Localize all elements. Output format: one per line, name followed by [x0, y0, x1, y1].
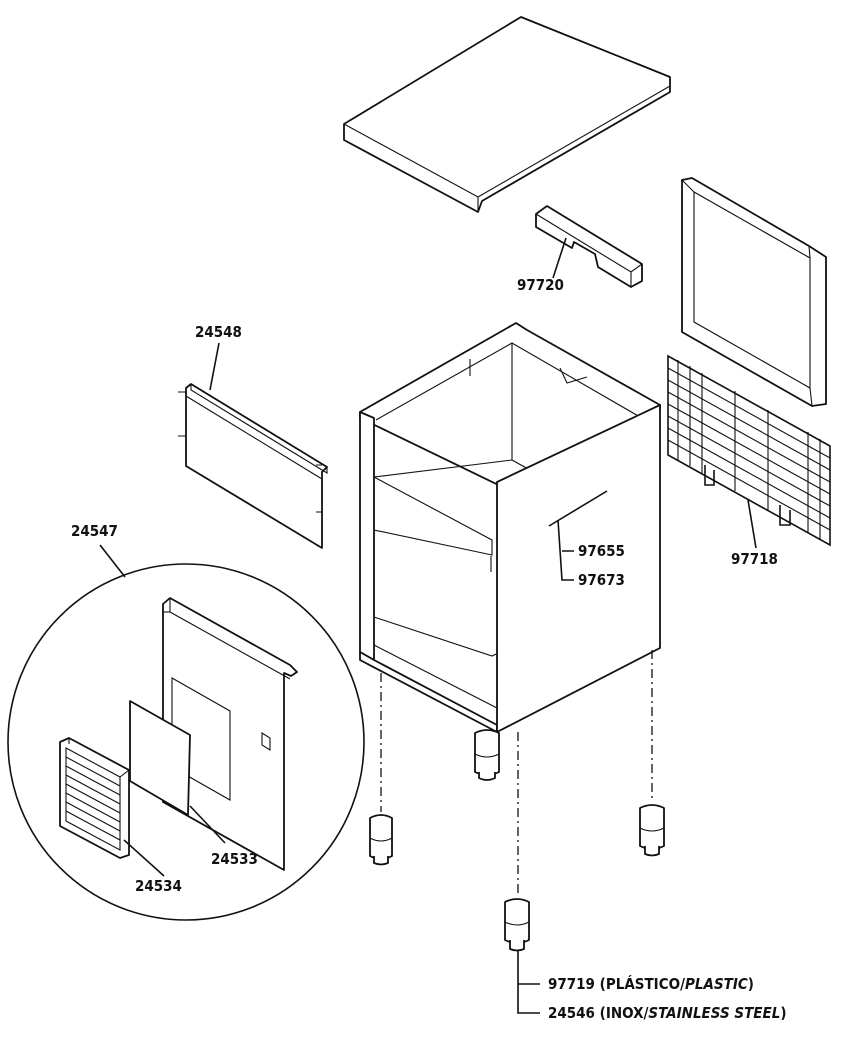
- condenser-grid: [667, 354, 831, 547]
- foot-steel-material: INOX/: [606, 1004, 649, 1022]
- cabinet-body: [359, 322, 661, 733]
- foot-plastic-material-en: PLASTIC: [685, 975, 748, 993]
- label-24547: 24547: [71, 522, 118, 540]
- foot-steel-material-en: STAINLESS STEEL: [648, 1004, 780, 1022]
- side-panel: [178, 383, 328, 549]
- leader-24533: [189, 805, 226, 844]
- foot-bottom: [504, 732, 530, 952]
- label-24546: 24546 (INOX/STAINLESS STEEL): [548, 1004, 787, 1022]
- leader-feet: [517, 950, 540, 1014]
- foot-plastic-code: 97719: [548, 975, 595, 993]
- foot-plastic-material: PLÁSTICO/: [606, 974, 685, 993]
- label-97719: 97719 (PLÁSTICO/PLASTIC): [548, 974, 754, 993]
- label-24533: 24533: [211, 850, 258, 868]
- door-panel: [162, 597, 298, 871]
- leader-97655-97673: [557, 519, 574, 581]
- worktop-slab: [343, 16, 671, 213]
- label-24548: 24548: [195, 323, 242, 341]
- leader-97718: [747, 499, 757, 549]
- detail-circle: [7, 563, 365, 921]
- label-97673: 97673: [578, 571, 625, 589]
- foot-front: [474, 729, 500, 781]
- leader-24548: [209, 342, 220, 391]
- top-bracket: [535, 205, 643, 288]
- louver-grille: [59, 737, 130, 859]
- foot-right: [639, 650, 665, 857]
- leader-24534: [123, 839, 165, 877]
- leader-24547: [99, 544, 126, 578]
- filter-panel: [129, 700, 191, 816]
- leader-97720: [552, 237, 567, 279]
- foot-left: [369, 673, 393, 866]
- label-97655: 97655: [578, 542, 625, 560]
- label-24534: 24534: [135, 877, 182, 895]
- foot-steel-code: 24546: [548, 1004, 595, 1022]
- label-97720: 97720: [517, 276, 564, 294]
- back-frame: [681, 177, 827, 407]
- label-97718: 97718: [731, 550, 778, 568]
